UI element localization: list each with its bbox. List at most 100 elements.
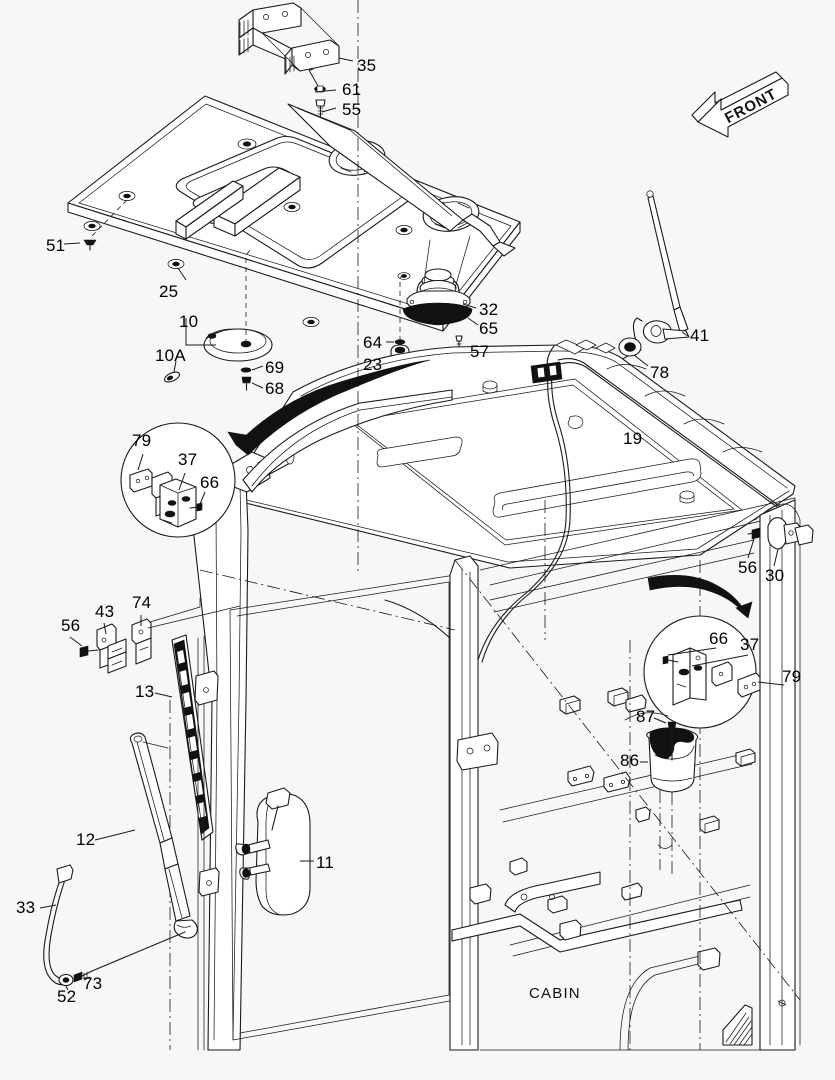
sidewall-clips (509, 687, 756, 914)
leader-56-left (69, 636, 83, 647)
part-10A-bulb (164, 371, 180, 383)
callout-73: 73 (83, 974, 103, 993)
part-56-bolt-left (79, 645, 99, 658)
part-61-washer (314, 85, 326, 93)
callout-25: 25 (159, 282, 179, 301)
leader-13 (154, 692, 173, 698)
part-68-screw (241, 376, 252, 391)
callout-23: 23 (363, 355, 383, 374)
leader-43 (103, 622, 107, 635)
part-30-door-stopper (767, 517, 814, 550)
part-66-bolt-right (662, 655, 679, 665)
callout-65: 65 (479, 319, 499, 338)
cabin-assembly (169, 0, 801, 1051)
callout-51: 51 (46, 236, 66, 255)
leader-bracket-hole (308, 69, 319, 87)
callout-13: 13 (135, 682, 155, 701)
part-41-antenna (632, 190, 690, 351)
callout-57: 57 (470, 342, 490, 361)
part-13-wiper-blade (171, 634, 214, 841)
part-52-nut (58, 973, 74, 987)
part-87-screw (667, 721, 677, 761)
leader-55 (321, 107, 337, 113)
detail-circle-left (120, 422, 236, 538)
callout-79-left: 79 (132, 431, 152, 450)
part-55-bolt (315, 99, 326, 117)
leader-33 (39, 904, 57, 909)
detail-pointer-left (227, 359, 431, 456)
callout-55: 55 (342, 100, 362, 119)
leader-66-right (667, 647, 717, 656)
callout-56-right: 56 (738, 558, 758, 577)
callout-11: 11 (316, 853, 335, 872)
callout-86: 86 (620, 751, 640, 770)
callout-37-left: 37 (178, 450, 198, 469)
part-37-bracket-right (672, 647, 707, 706)
leader-65 (467, 317, 479, 326)
leader-41 (681, 331, 689, 337)
leader-12 (94, 829, 136, 841)
leader-61 (314, 89, 337, 93)
part-35-mounting-bracket (238, 2, 340, 75)
leader-25 (177, 267, 187, 281)
leader-68 (251, 382, 264, 389)
callout-66-left: 66 (200, 473, 220, 492)
callout-68: 68 (265, 379, 285, 398)
callout-10: 10 (179, 312, 199, 331)
part-11-washer-tank (235, 787, 311, 916)
part-51-screw (83, 199, 128, 251)
callout-66-right: 66 (709, 629, 729, 648)
part-33-washer-hose (43, 864, 74, 986)
callout-30: 30 (765, 566, 785, 585)
detail-circle-right (643, 615, 761, 729)
cabin-label: CABIN (529, 985, 581, 1002)
part-32-speaker (406, 268, 471, 312)
part-69-washer (240, 367, 252, 373)
callout-61: 61 (342, 80, 362, 99)
leader-35 (338, 57, 354, 62)
leader-37-right (691, 654, 749, 667)
callout-74: 74 (132, 593, 152, 612)
part-65-gasket (402, 302, 473, 326)
part-73-nozzle (73, 970, 93, 983)
callout-43: 43 (95, 602, 115, 621)
callout-12: 12 (76, 830, 96, 849)
part-78-grommet (618, 337, 642, 357)
callout-33: 33 (16, 898, 36, 917)
part-74-hinge-plate (131, 618, 152, 665)
leader-69 (251, 365, 264, 371)
callout-78: 78 (650, 363, 670, 382)
callout-64: 64 (363, 333, 383, 352)
leader-56-right (747, 538, 755, 559)
vent-grill (722, 1004, 753, 1046)
leader-30 (773, 548, 779, 567)
part-12-wiper-arm (129, 732, 198, 939)
detail-pointer-right (647, 575, 753, 619)
callout-41: 41 (690, 326, 710, 345)
part-37-bracket-left (151, 471, 197, 528)
leader-79-left (137, 453, 144, 471)
callout-37-right: 37 (740, 635, 760, 654)
leader-32 (462, 303, 477, 309)
leader-52 (65, 985, 69, 991)
leader-10A (173, 360, 177, 373)
part-79-striker-right (711, 661, 761, 698)
leader-87 (653, 717, 667, 724)
leader-79-right (757, 681, 785, 686)
part-25-headliner-panel (67, 95, 521, 332)
callout-69: 69 (265, 358, 285, 377)
leader-66-left (199, 491, 206, 505)
leader-78 (633, 354, 649, 367)
callout-56-left: 56 (61, 616, 81, 635)
leader-51 (63, 242, 81, 245)
callout-79-right: 79 (782, 667, 802, 686)
callout-52: 52 (57, 987, 77, 1006)
leader-37-left (178, 472, 186, 491)
leader-73 (83, 976, 91, 981)
callout-19: 19 (623, 429, 643, 448)
leader-10 (185, 326, 216, 346)
part-43-hinge (96, 623, 127, 674)
callout-32: 32 (479, 300, 499, 319)
